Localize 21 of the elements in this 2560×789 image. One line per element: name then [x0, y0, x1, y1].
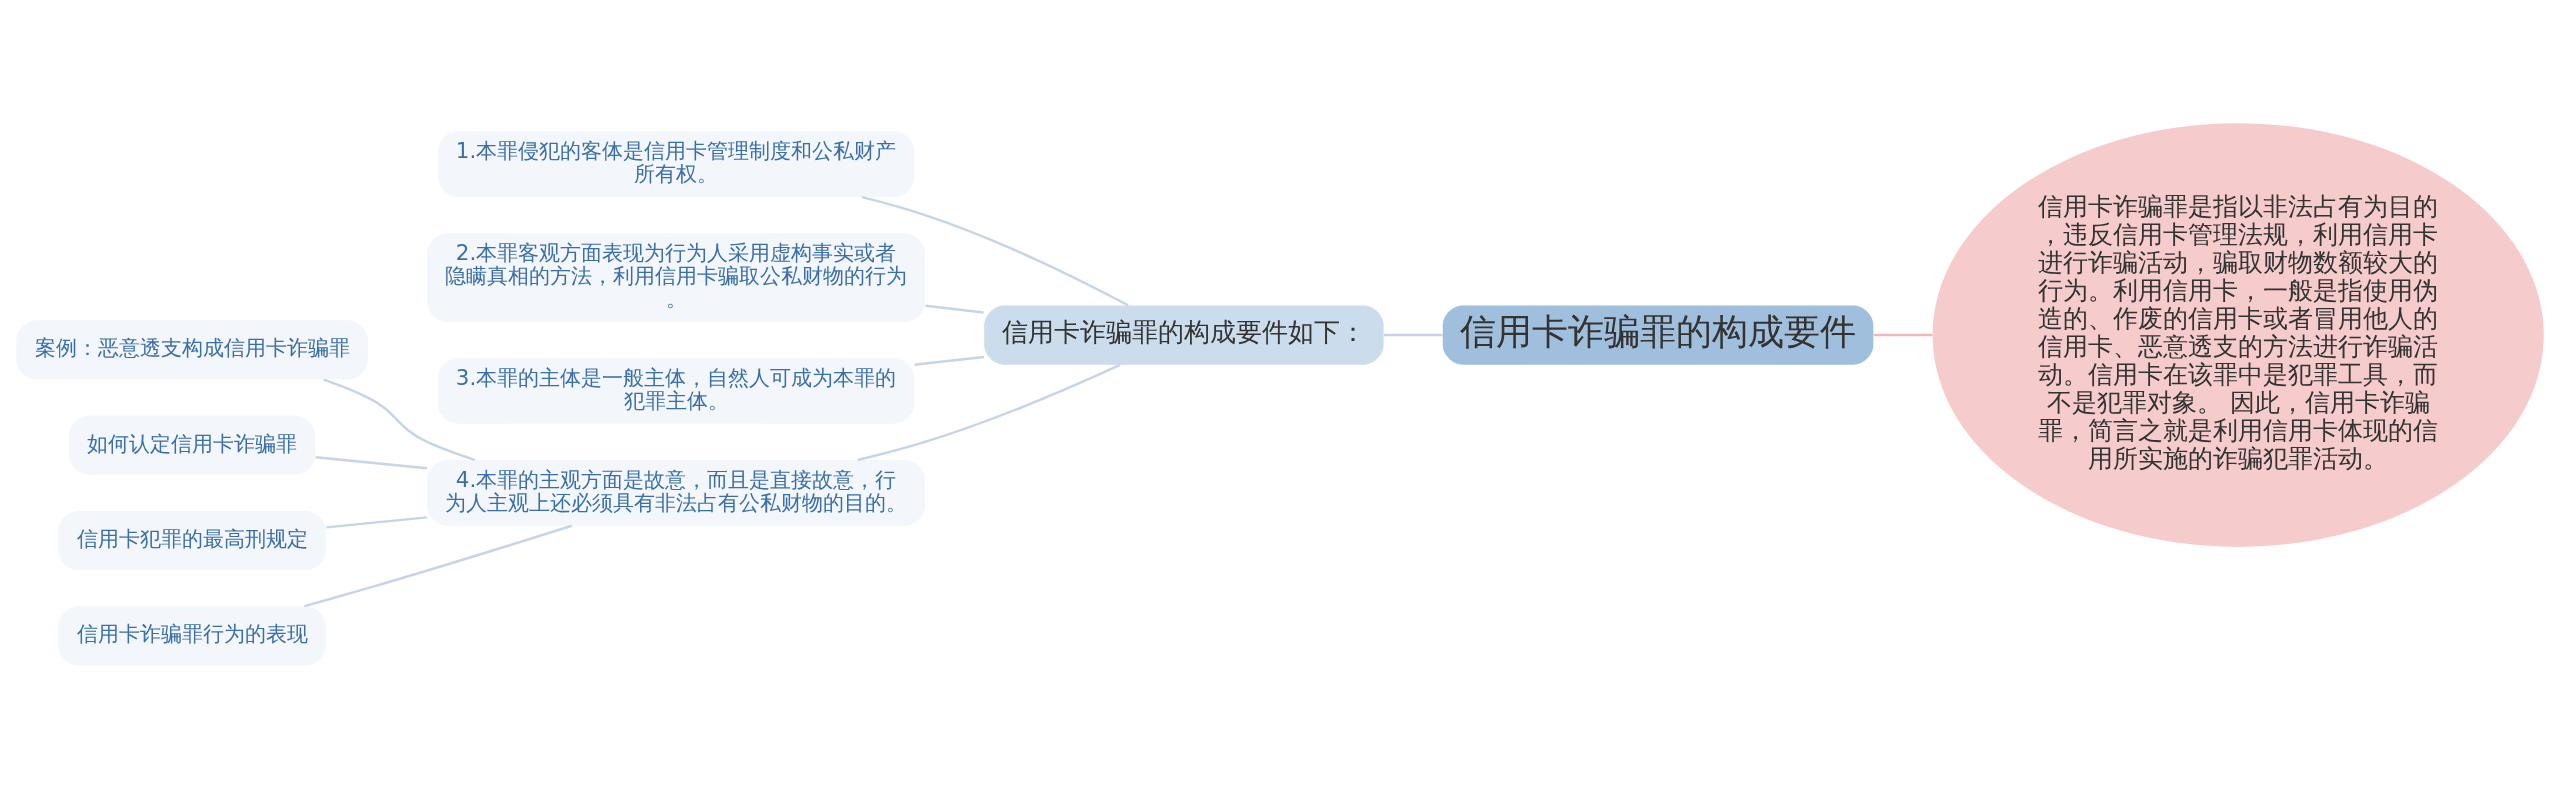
connector: [1873, 333, 1933, 337]
connector: [1383, 333, 1443, 337]
node-box: 2.本罪客观方面表现为行为人采用虚构事实或者隐瞒真相的方法，利用信用卡骗取公私财物的行为。: [427, 233, 926, 322]
node-ellipse: 信用卡诈骗罪是指以非法占有为目的，违反信用卡管理法规，利用信用卡进行诈骗活动，骗取财物数额较大的行为。利用信用卡，一般是指使用伪造的、作废的信用卡或者冒用他人的信用卡、恶意透支的方法进行诈骗活动。信用卡在该罪中是犯罪工具，而不是犯罪对象。 因此，信用卡诈骗罪，简言之就是利用信用卡体现的信用所实施的诈骗犯罪活动。: [1932, 123, 2544, 547]
node-box: 案例：恶意透支构成信用卡诈骗罪: [16, 320, 368, 380]
connector: [861, 195, 1129, 307]
node-box: 1.本罪侵犯的客体是信用卡管理制度和公私财产所有权。: [437, 131, 915, 197]
connector: [323, 378, 476, 461]
node-box: 信用卡诈骗罪的构成要件如下：: [984, 305, 1384, 365]
node-box: 信用卡犯罪的最高刑规定: [58, 510, 326, 571]
node-box: 4.本罪的主观方面是故意，而且是直接故意，行为人主观上还必须具有非法占有公私财物的目的。: [427, 460, 926, 526]
connector: [857, 363, 1121, 462]
node-box: 如何认定信用卡诈骗罪: [68, 415, 316, 475]
connector: [304, 524, 573, 608]
connector: [315, 456, 428, 470]
connector: [326, 516, 428, 529]
node-box: 3.本罪的主体是一般主体，自然人可成为本罪的犯罪主体。: [437, 358, 915, 424]
connector: [914, 355, 985, 366]
node-box: 信用卡诈骗罪行为的表现: [58, 606, 326, 666]
connector: [925, 304, 984, 314]
node-box: 信用卡诈骗罪的构成要件: [1442, 305, 1874, 365]
